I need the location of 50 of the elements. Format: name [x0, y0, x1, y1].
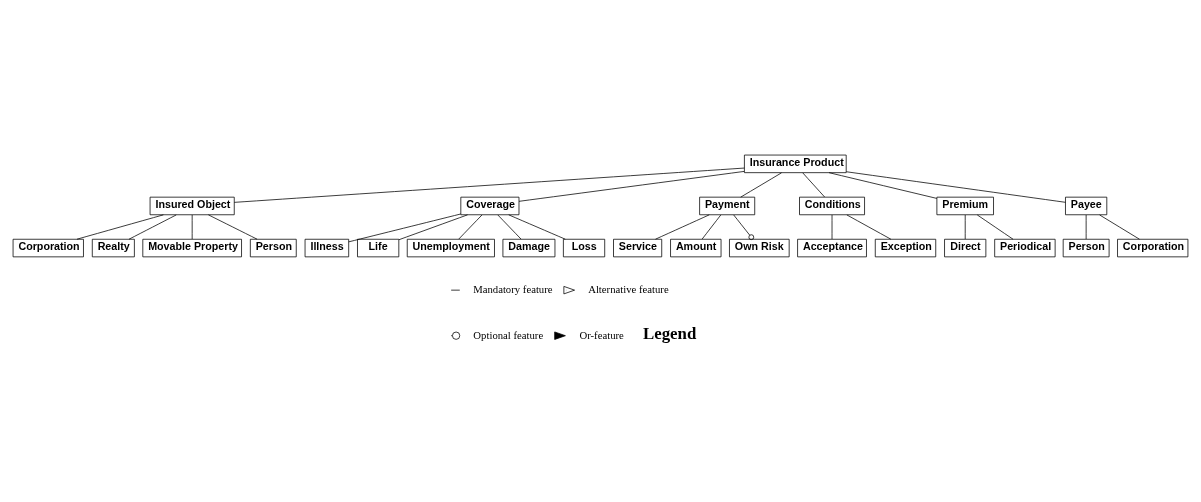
- node-box: Service: [613, 238, 663, 257]
- node-box: Illness: [304, 238, 350, 257]
- node-box: Loss: [563, 238, 606, 257]
- node-box: Life: [357, 238, 400, 257]
- connector: [348, 213, 462, 242]
- node-box: Premium: [936, 196, 994, 215]
- node-box: Direct: [944, 238, 987, 257]
- connector: [208, 213, 258, 240]
- legend-label: Alternative feature: [588, 282, 669, 295]
- node-box: Conditions: [799, 196, 865, 215]
- node-box: Exception: [874, 238, 937, 257]
- connector: [846, 214, 892, 240]
- connector: [398, 213, 468, 240]
- node-box: Payee: [1065, 196, 1108, 215]
- node-box: Acceptance: [797, 238, 867, 257]
- node-box: Own Risk: [729, 238, 790, 257]
- node-box: Corporation: [1117, 238, 1189, 257]
- node-box: Realty: [91, 238, 135, 257]
- connector: [733, 214, 755, 240]
- node-box: Insurance Product: [744, 154, 847, 173]
- connector: [655, 213, 710, 240]
- connector: [508, 213, 566, 240]
- connector: [740, 171, 782, 197]
- node-box: Periodical: [994, 238, 1056, 257]
- node-box: Corporation: [12, 238, 84, 257]
- connector: [845, 170, 1066, 203]
- label: Legend: [642, 323, 697, 343]
- node-box: Coverage: [460, 196, 520, 215]
- connector: [76, 213, 164, 240]
- connector: [828, 171, 938, 199]
- connector: [233, 167, 745, 203]
- connector: [497, 214, 522, 239]
- node-box: Payment: [699, 196, 756, 215]
- legend-label: Mandatory feature: [473, 282, 553, 295]
- node-box: Movable Property: [142, 238, 242, 257]
- legend-label: Optional feature: [473, 328, 544, 341]
- node-box: Person: [1062, 238, 1110, 257]
- node-box: Amount: [670, 238, 722, 257]
- connector: [1099, 214, 1140, 240]
- node-box: Person: [249, 238, 297, 257]
- connector: [701, 214, 722, 239]
- connector: [518, 170, 745, 202]
- node-box: Damage: [502, 238, 556, 257]
- connector: [458, 214, 483, 239]
- legend-label: Or-feature: [579, 328, 624, 341]
- connector: [128, 214, 177, 240]
- node-box: Unemployment: [406, 238, 495, 257]
- node-box: Insured Object: [149, 196, 235, 215]
- connector: [802, 171, 825, 197]
- connector: [976, 214, 1014, 240]
